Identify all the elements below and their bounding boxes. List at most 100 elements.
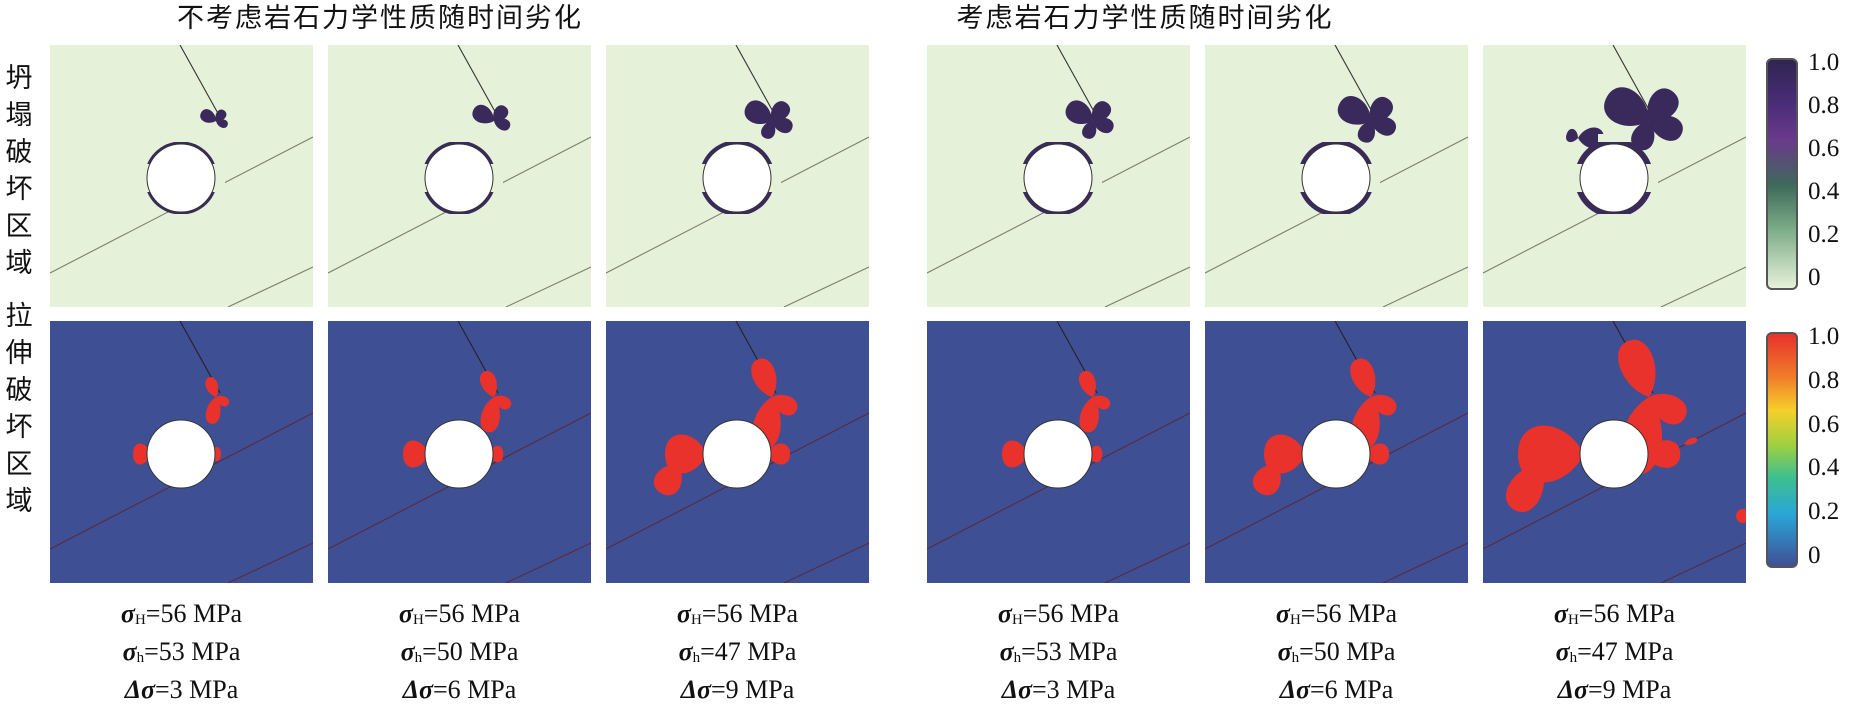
tensile-colorbar — [1766, 332, 1798, 568]
panel-figure — [606, 45, 869, 307]
borehole — [1023, 419, 1093, 489]
tensile-lobe — [133, 443, 151, 465]
collapse-lobe — [1369, 96, 1393, 122]
right-group-title: 考虑岩石力学性质随时间劣化 — [956, 3, 1334, 34]
tensile-lobe — [1371, 394, 1397, 416]
collapse-lobe — [216, 119, 228, 128]
collapse-lobe — [761, 121, 776, 139]
collapse-lobe — [1649, 115, 1683, 141]
tensile-lobe — [479, 370, 497, 397]
borehole — [1301, 419, 1371, 489]
tensile-lobe — [1649, 393, 1687, 425]
colorbar-tick: 0.6 — [1808, 410, 1840, 438]
fracture-line — [1334, 45, 1376, 118]
tensile-lobe — [665, 434, 707, 474]
tensile-panel-1 — [50, 321, 313, 583]
tensile-lobe — [1079, 397, 1099, 433]
panel-figure — [606, 321, 869, 583]
tensile-lobe — [205, 377, 219, 397]
tensile-spot — [1736, 509, 1746, 523]
collapse-colorbar — [1766, 58, 1798, 290]
colorbar-tick: 0.2 — [1808, 498, 1840, 526]
borehole — [1023, 143, 1093, 213]
collapse-lobe — [1357, 121, 1375, 143]
collapse-lobe — [215, 109, 227, 122]
panel-figure — [328, 45, 591, 307]
fracture-line — [783, 266, 869, 307]
tensile-lobe — [1078, 370, 1096, 397]
fracture-line — [735, 45, 777, 118]
collapse-panel-5 — [1205, 45, 1468, 307]
collapse-lobe — [1371, 117, 1397, 136]
tensile-lobe — [480, 397, 500, 433]
tensile-lobe — [767, 443, 791, 465]
collapse-lobe — [472, 104, 494, 124]
collapse-lobe — [1631, 121, 1655, 151]
colorbar-tick: 0 — [1808, 264, 1821, 291]
tensile-lobe — [1618, 339, 1656, 397]
tensile-lobe — [216, 395, 230, 407]
collapse-lobe — [493, 105, 509, 122]
row-label-tensile: 拉 伸 破 坏 区 域 — [5, 301, 33, 517]
panel-figure — [1205, 45, 1468, 307]
tensile-lobe — [1505, 464, 1544, 512]
collapse-lobe — [771, 101, 791, 122]
borehole — [702, 419, 772, 489]
collapse-panel-3 — [606, 45, 869, 307]
collapse-lobe — [1092, 101, 1112, 122]
borehole — [1301, 143, 1371, 213]
collapse-lobe — [1604, 87, 1649, 126]
borehole — [702, 143, 772, 213]
panel-figure — [927, 321, 1190, 583]
tensile-lobe — [1264, 434, 1306, 474]
tensile-panel-2 — [328, 321, 591, 583]
panel-figure — [50, 321, 313, 583]
panel-figure — [1483, 321, 1746, 583]
tensile-lobe — [1002, 440, 1028, 468]
borehole — [424, 143, 494, 213]
collapse-lobe — [1093, 117, 1114, 134]
colorbar-tick: 0.4 — [1808, 454, 1840, 482]
collapse-lobe — [1082, 121, 1097, 139]
colorbar-tick: 1.0 — [1808, 323, 1840, 350]
tensile-lobe — [1253, 463, 1281, 496]
tensile-lobe — [772, 394, 798, 416]
fracture-line — [179, 45, 221, 118]
collapse-lobe — [772, 117, 793, 134]
fracture-line — [783, 542, 869, 583]
tensile-lobe — [1350, 358, 1376, 397]
fracture-line — [505, 266, 591, 307]
fracture-line — [457, 45, 499, 118]
panel-figure — [328, 321, 591, 583]
collapse-panel-1 — [50, 45, 313, 307]
fracture-line — [227, 266, 313, 307]
fracture-line — [1104, 266, 1190, 307]
fracture-line — [1382, 542, 1468, 583]
left-group-title: 不考虑岩石力学性质随时间劣化 — [177, 3, 583, 34]
collapse-panel-6 — [1483, 45, 1746, 307]
colorbar-tick: 0.8 — [1808, 92, 1840, 119]
tensile-panel-5 — [1205, 321, 1468, 583]
row-label-collapse: 坍 塌 破 坏 区 域 — [5, 63, 33, 279]
tensile-lobe — [654, 463, 682, 496]
panel-figure — [927, 45, 1190, 307]
borehole — [424, 419, 494, 489]
panel-figure — [50, 45, 313, 307]
collapse-lobe — [200, 109, 216, 123]
borehole — [146, 143, 216, 213]
fracture-line — [1660, 266, 1746, 307]
fracture-line — [505, 542, 591, 583]
tensile-panel-4 — [927, 321, 1190, 583]
tensile-lobe — [1684, 437, 1698, 445]
colorbar-tick: 0.2 — [1808, 221, 1840, 248]
fracture-line — [1104, 542, 1190, 583]
colorbar-tick: 1.0 — [1808, 49, 1840, 76]
borehole — [1579, 143, 1649, 213]
tensile-panel-6 — [1483, 321, 1746, 583]
tensile-lobe — [751, 358, 777, 397]
collapse-panel-4 — [927, 45, 1190, 307]
tensile-lobe — [403, 440, 429, 468]
tensile-panel-3 — [606, 321, 869, 583]
